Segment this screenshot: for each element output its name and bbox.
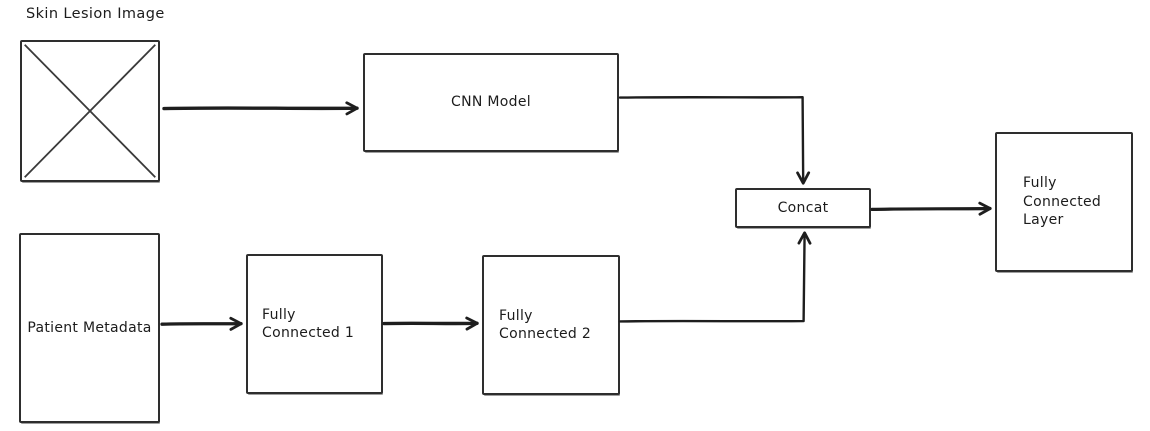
edge-concat-to-fclayer (870, 201, 992, 216)
concat-label: Concat (777, 199, 829, 216)
edge-image-to-cnn (162, 101, 359, 116)
node-fully-connected-1: Fully Connected 1 (246, 254, 383, 394)
fully-connected-1-label: Fully Connected 1 (262, 306, 355, 341)
fully-connected-layer-label: Fully Connected Layer (1023, 175, 1102, 229)
fully-connected-2-label: Fully Connected 2 (499, 307, 592, 342)
node-fully-connected-layer: Fully Connected Layer (995, 132, 1133, 272)
node-fully-connected-2: Fully Connected 2 (482, 255, 620, 395)
edge-metadata-to-fc1 (160, 316, 243, 331)
node-skin-lesion-image (20, 40, 160, 182)
skin-lesion-image-label: Skin Lesion Image (26, 6, 165, 22)
patient-metadata-label: Patient Metadata (27, 319, 152, 336)
cnn-model-label: CNN Model (451, 94, 531, 111)
node-patient-metadata: Patient Metadata (19, 233, 160, 423)
edge-fc2-to-concat (618, 231, 812, 323)
image-placeholder-icon (24, 44, 156, 178)
node-cnn-model: CNN Model (363, 53, 619, 152)
edge-cnn-to-concat (618, 96, 811, 185)
node-concat: Concat (735, 188, 871, 228)
